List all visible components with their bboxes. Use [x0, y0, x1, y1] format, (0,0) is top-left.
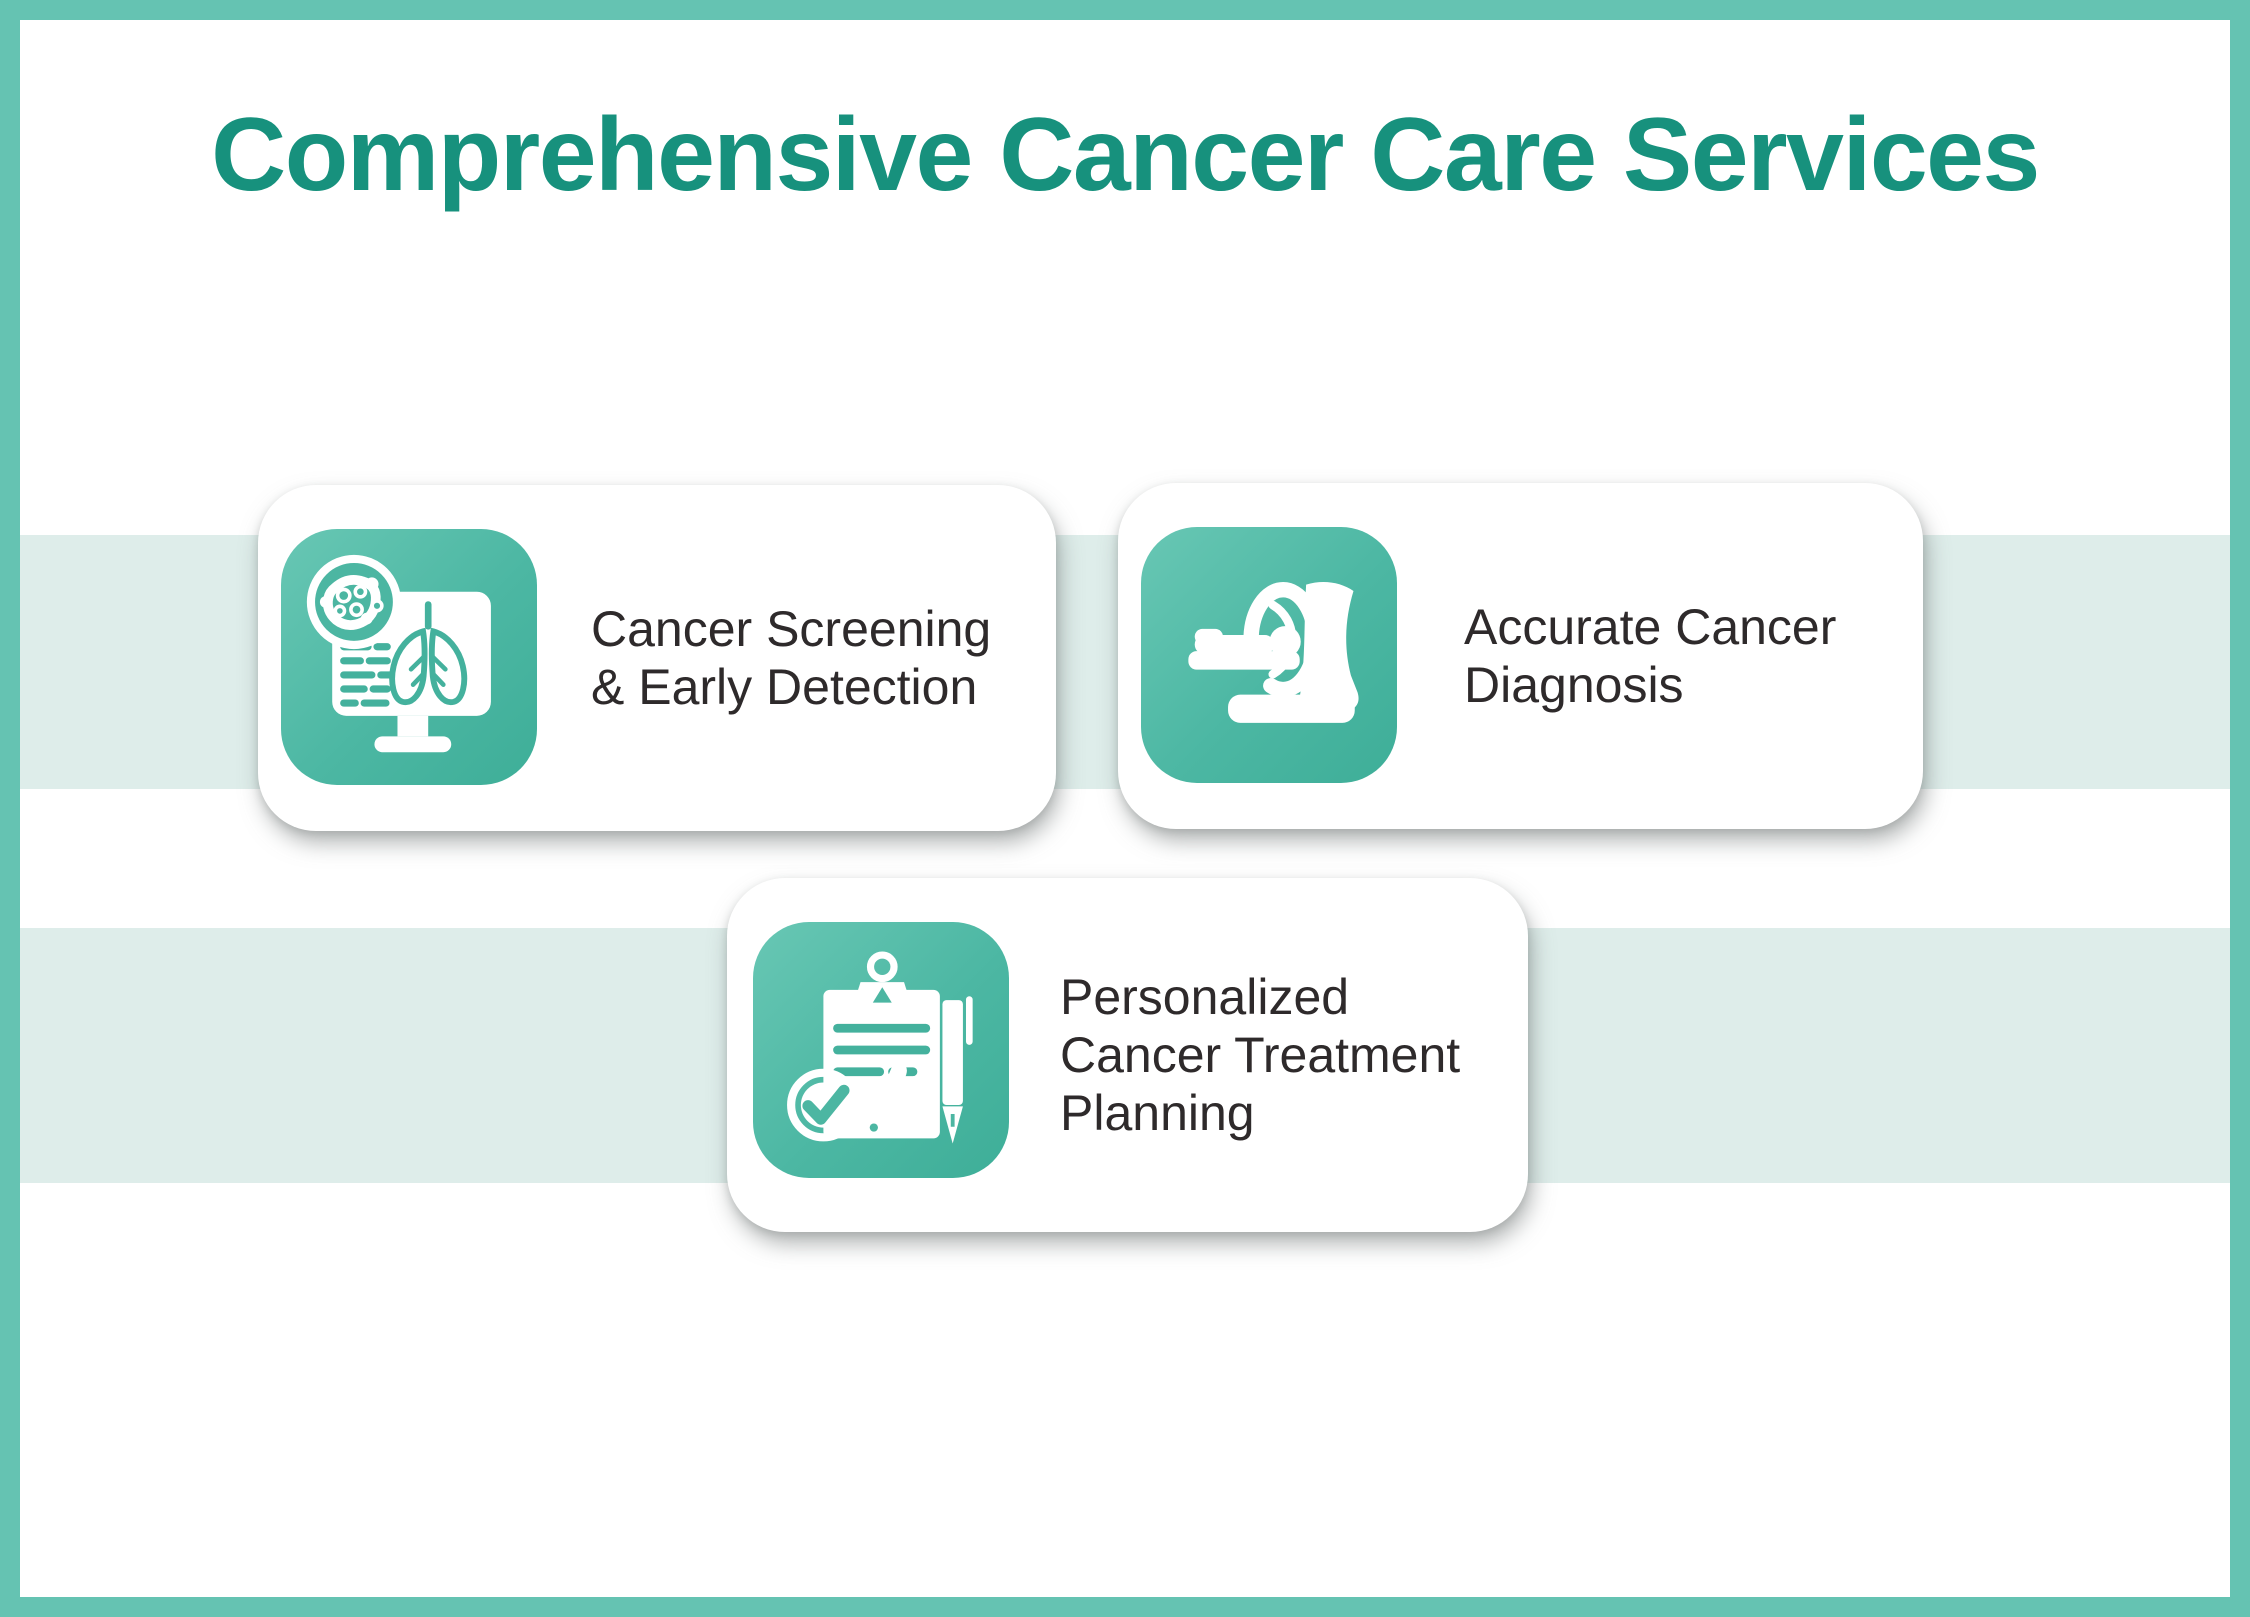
icon-tile [1141, 527, 1397, 783]
page-title: Comprehensive Cancer Care Services [211, 97, 2040, 213]
icon-tile [753, 922, 1009, 1178]
service-card-diagnosis: Accurate Cancer Diagnosis [1118, 483, 1923, 829]
card-label: Cancer Screening & Early Detection [591, 601, 992, 715]
icon-tile [281, 529, 537, 785]
service-card-treatment-planning: Personalized Cancer Treatment Planning [727, 878, 1528, 1232]
card-label: Personalized Cancer Treatment Planning [1060, 969, 1461, 1141]
card-label: Accurate Cancer Diagnosis [1464, 599, 1837, 713]
treatment-planning-clipboard-icon [787, 951, 973, 1144]
cancer-screening-monitor-lungs-icon [306, 554, 491, 753]
ct-scanner-icon [1188, 581, 1359, 723]
service-card-screening: Cancer Screening & Early Detection [258, 485, 1056, 831]
